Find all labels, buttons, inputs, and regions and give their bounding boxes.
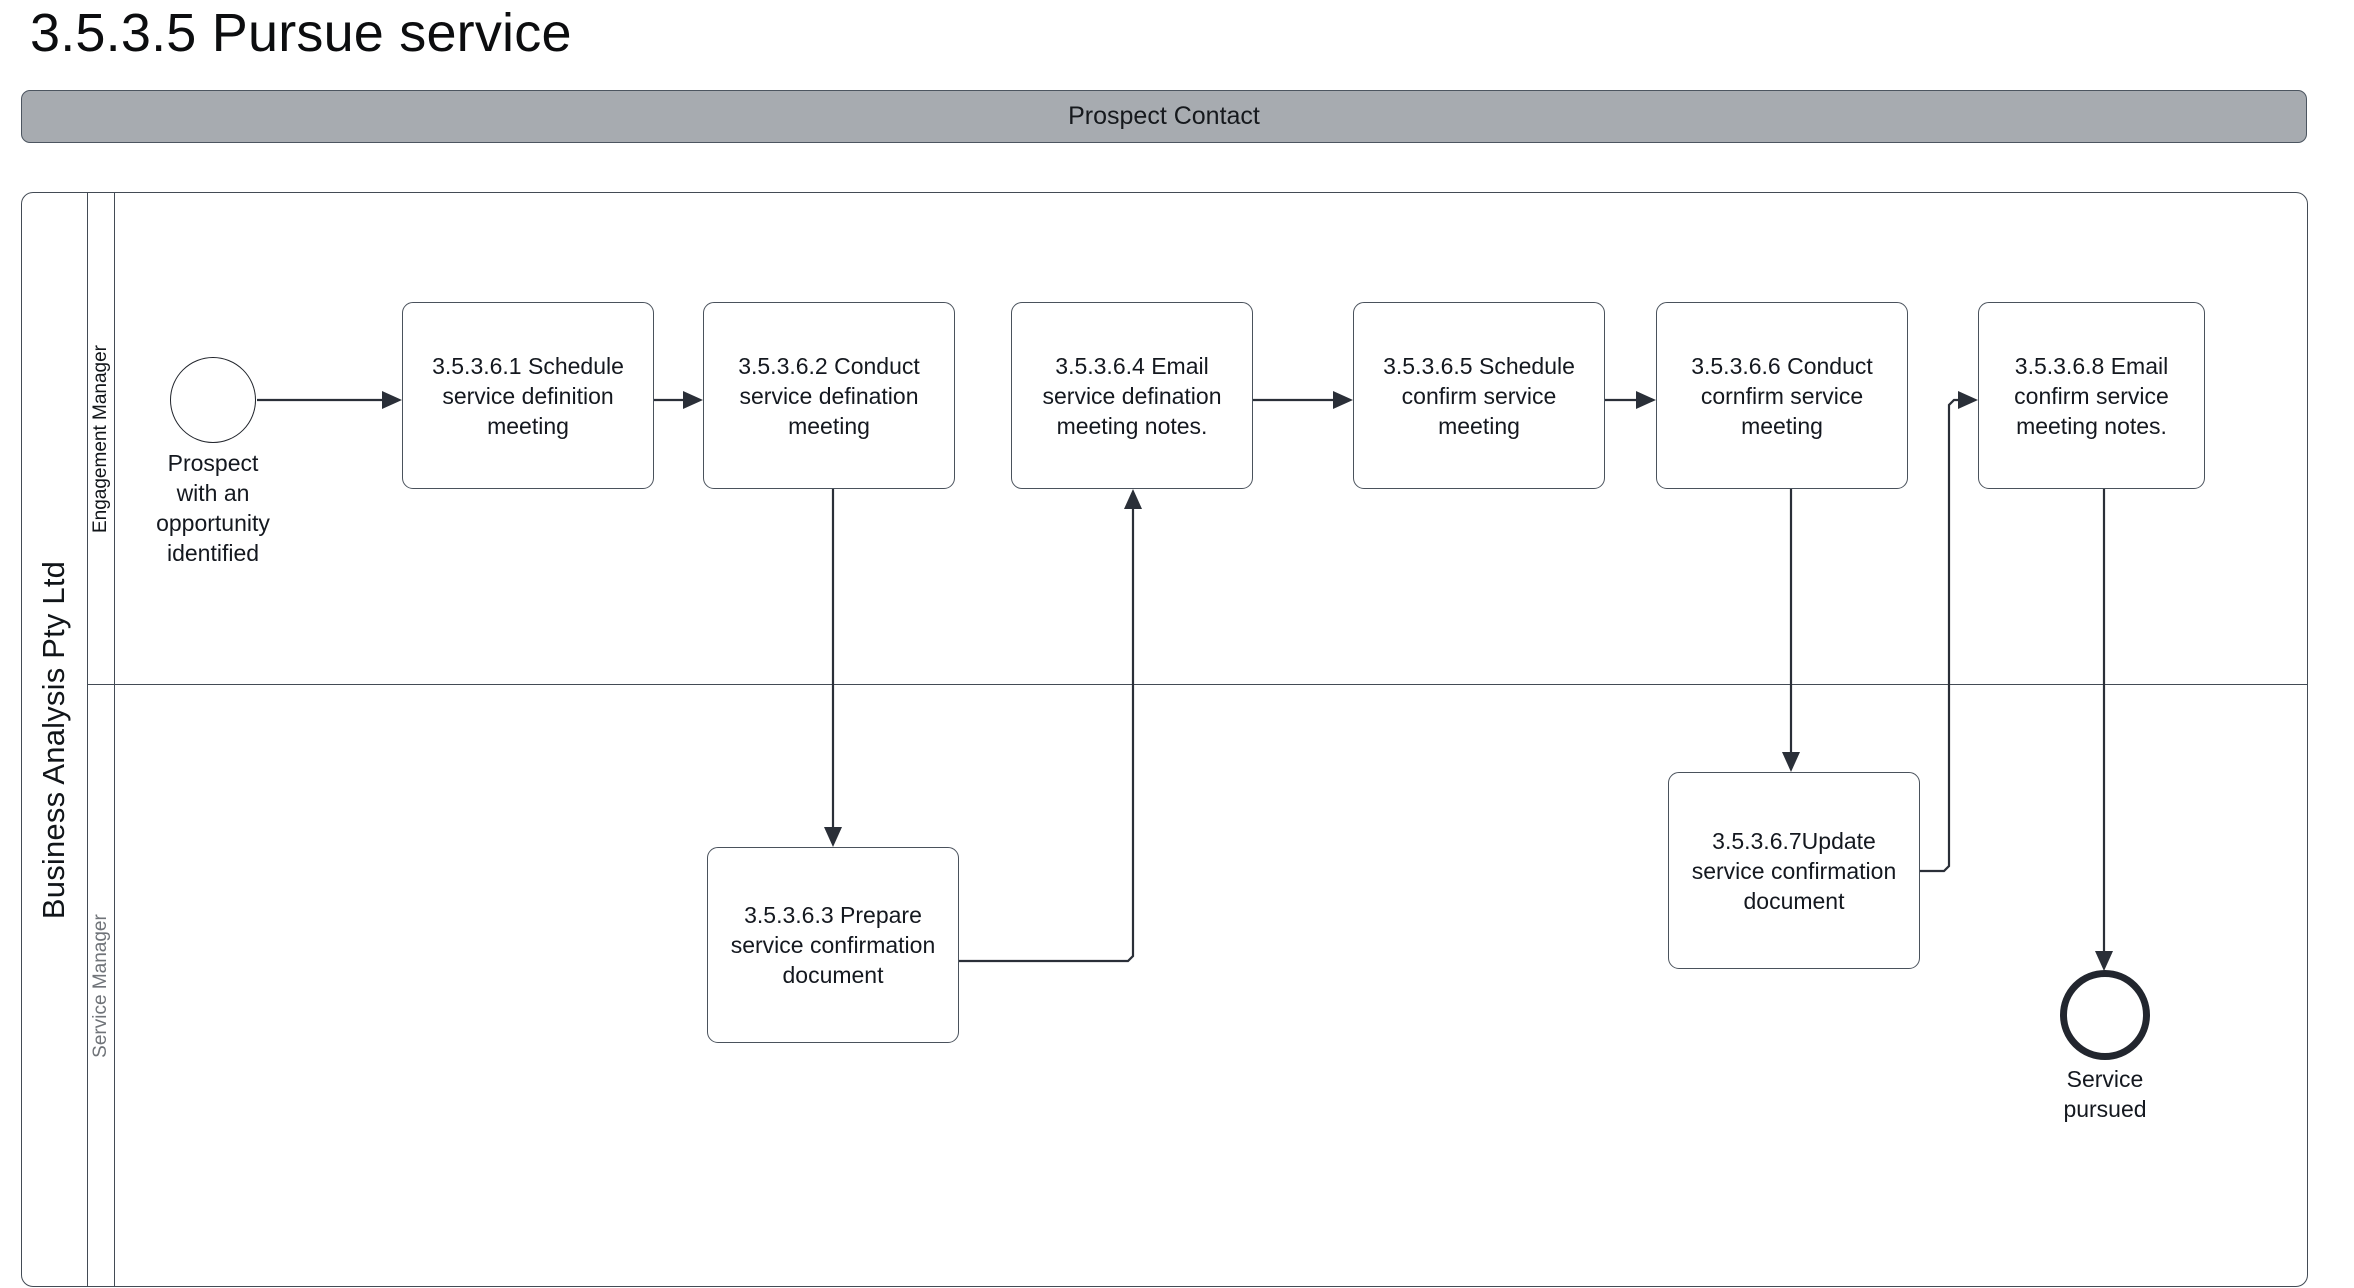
page-title: 3.5.3.5 Pursue service — [30, 3, 572, 63]
lane-engagement-manager: Engagement Manager — [88, 193, 2307, 684]
lane-label-engagement-manager: Engagement Manager — [90, 344, 112, 533]
task-3-5-3-6-3-prepare-service-confirmation-document[interactable]: 3.5.3.6.3 Prepare service confirmation d… — [707, 847, 959, 1043]
lane-service-manager: Service Manager — [88, 684, 2307, 1286]
lane-label-column-service-manager: Service Manager — [88, 685, 115, 1286]
start-event-label: Prospect with an opportunity identified — [156, 450, 270, 566]
task-3-5-3-6-7-update-service-confirmation-document[interactable]: 3.5.3.6.7Update service confirmation doc… — [1668, 772, 1920, 969]
lane-label-service-manager: Service Manager — [90, 913, 111, 1058]
pool-label-column: Business Analysis Pty Ltd — [22, 193, 88, 1286]
task-3-5-3-6-1-schedule-service-definition-meeting[interactable]: 3.5.3.6.1 Schedule service definition me… — [402, 302, 654, 489]
end-event-label: Service pursued — [2063, 1066, 2147, 1122]
start-event-prospect-opportunity[interactable] — [170, 357, 256, 443]
pool-label: Business Analysis Pty Ltd — [36, 560, 72, 919]
task-3-5-3-6-8-email-confirm-service-meeting-notes[interactable]: 3.5.3.6.8 Email confirm service meeting … — [1978, 302, 2205, 489]
task-3-5-3-6-6-conduct-cornfirm-service-meeting[interactable]: 3.5.3.6.6 Conduct cornfirm service meeti… — [1656, 302, 1908, 489]
phase-bar-prospect-contact: Prospect Contact — [21, 90, 2307, 143]
task-3-5-3-6-4-email-service-defination-meeting-notes[interactable]: 3.5.3.6.4 Email service defination meeti… — [1011, 302, 1253, 489]
task-3-5-3-6-5-schedule-confirm-service-meeting[interactable]: 3.5.3.6.5 Schedule confirm service meeti… — [1353, 302, 1605, 489]
phase-bar-label: Prospect Contact — [1068, 102, 1260, 130]
task-3-5-3-6-2-conduct-service-defination-meeting[interactable]: 3.5.3.6.2 Conduct service defination mee… — [703, 302, 955, 489]
end-event-service-pursued[interactable] — [2060, 970, 2150, 1060]
lane-label-column-engagement-manager: Engagement Manager — [88, 193, 115, 684]
